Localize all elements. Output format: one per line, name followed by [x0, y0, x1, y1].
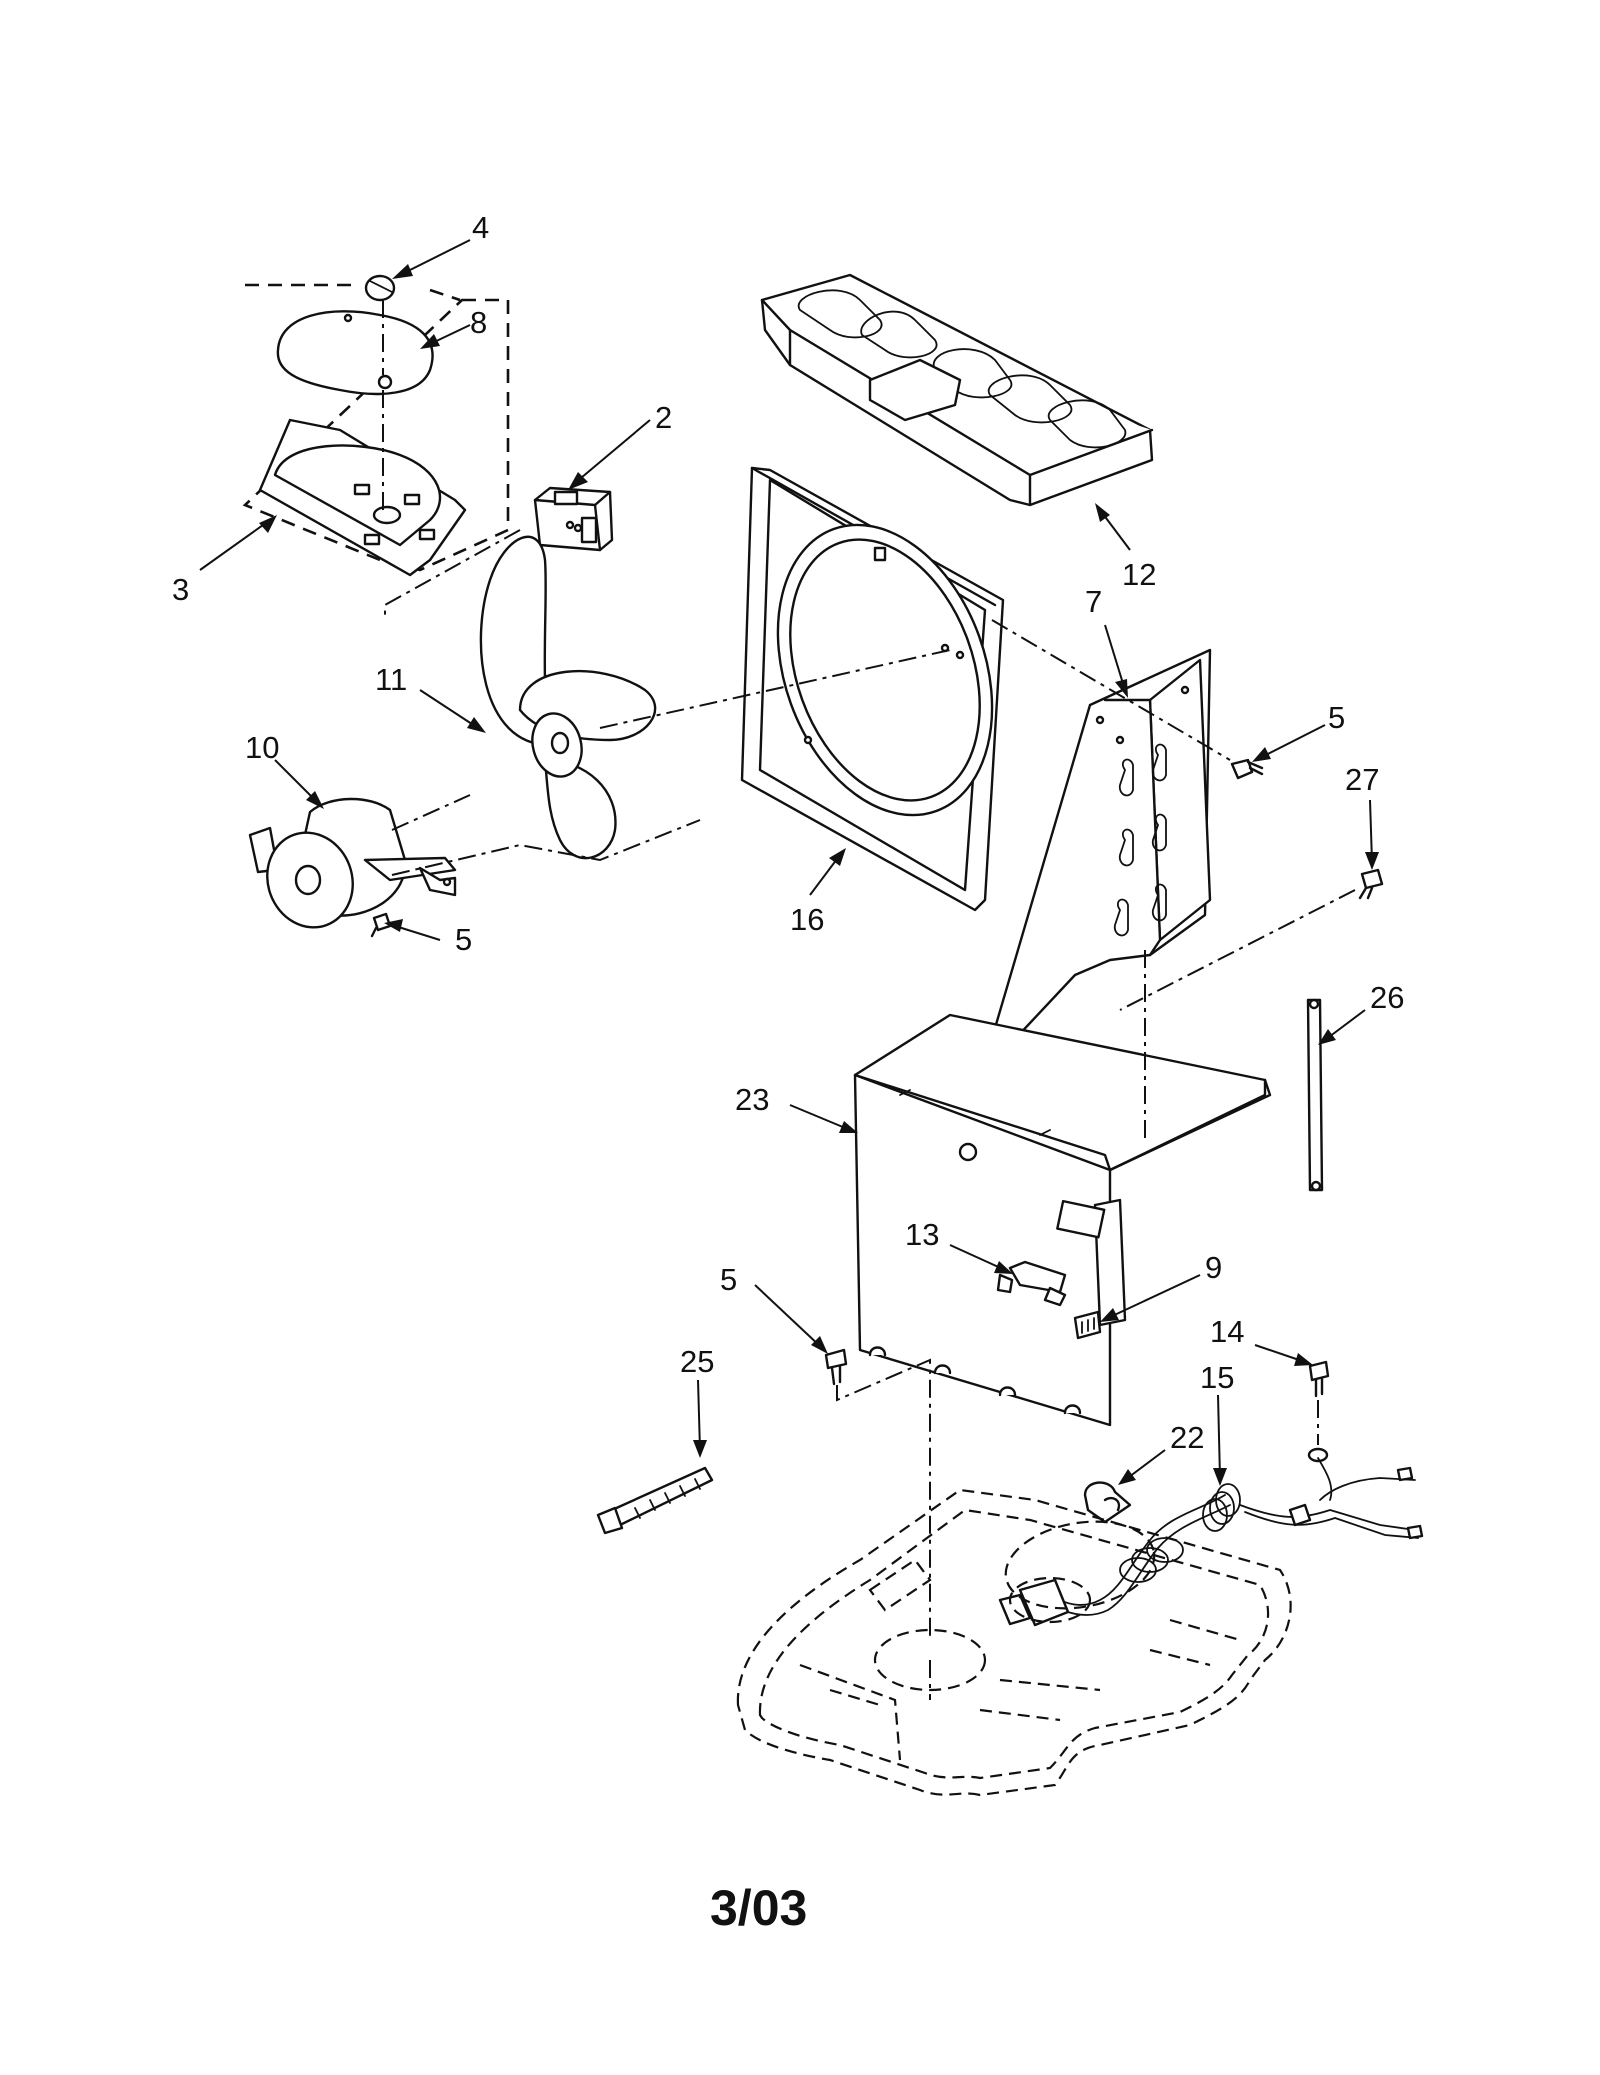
callout-5-right: 5 — [1328, 700, 1345, 735]
part-27-screw — [1358, 868, 1384, 900]
callout-2: 2 — [655, 400, 672, 435]
part-4-knob — [364, 274, 396, 302]
part-2-switch — [384, 486, 614, 620]
callout-4: 4 — [472, 210, 489, 245]
callout-5-motor: 5 — [455, 922, 472, 957]
callout-3: 3 — [172, 572, 189, 607]
base-pan-phantom — [736, 1488, 1292, 1797]
part-5-screw-motor — [370, 912, 392, 938]
part-10-fan-motor — [248, 797, 457, 929]
callout-27: 27 — [1345, 762, 1379, 797]
part-7-condenser-bracket — [988, 648, 1212, 1057]
part-15-power-cord — [998, 1457, 1424, 1627]
callout-16: 16 — [790, 902, 824, 937]
callout-leaders — [199, 239, 1379, 1486]
part-12-top-cover — [760, 273, 1154, 507]
part-5-screw-right — [1230, 758, 1264, 780]
callout-12: 12 — [1122, 557, 1156, 592]
callout-9: 9 — [1205, 1250, 1222, 1285]
part-8-control-panel — [276, 310, 434, 396]
revision-date-code: 3/03 — [710, 1880, 807, 1936]
assembly-centerlines — [391, 619, 1356, 1700]
callout-25: 25 — [680, 1344, 714, 1379]
part-14-screw — [1307, 1360, 1330, 1463]
part-26-support-rod — [1306, 998, 1324, 1192]
callout-8: 8 — [470, 305, 487, 340]
callout-26: 26 — [1370, 980, 1404, 1015]
callout-10: 10 — [245, 730, 279, 765]
callout-labels: 4 8 2 3 12 7 5 27 11 10 5 16 26 23 13 9 … — [172, 210, 1404, 1455]
callout-15: 15 — [1200, 1360, 1234, 1395]
callout-7: 7 — [1085, 584, 1102, 619]
callout-13: 13 — [905, 1217, 939, 1252]
part-11-fan-blade — [479, 535, 657, 860]
callout-22: 22 — [1170, 1420, 1204, 1455]
part-23-cabinet-base — [853, 1013, 1272, 1427]
part-13-rocker-switch — [996, 1260, 1067, 1307]
callout-14: 14 — [1210, 1314, 1244, 1349]
callout-23: 23 — [735, 1082, 769, 1117]
part-9-clip — [1073, 1310, 1102, 1340]
callout-11: 11 — [375, 662, 407, 697]
part-16-fan-orifice-panel — [740, 466, 1005, 912]
callout-5-cabinet: 5 — [720, 1262, 737, 1297]
part-22-cord-clamp — [1083, 1481, 1132, 1524]
part-3-control-housing-group — [242, 274, 510, 577]
part-25-cable-tie — [596, 1466, 714, 1535]
part-5-screw-cabinet — [824, 1348, 848, 1386]
